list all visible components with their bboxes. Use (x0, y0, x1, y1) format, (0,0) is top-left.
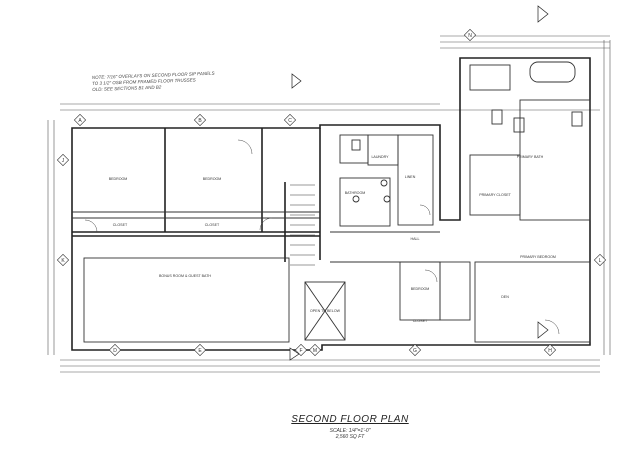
plan-title: SECOND FLOOR PLAN (291, 414, 409, 425)
grid-marker: N (463, 28, 477, 42)
grid-marker: D (108, 343, 122, 357)
grid-marker: J (56, 153, 70, 167)
svg-text:L: L (599, 258, 602, 264)
svg-text:A: A (78, 118, 82, 124)
section-marker-icon (537, 321, 549, 339)
grid-marker: M (308, 343, 322, 357)
svg-text:B: B (198, 118, 202, 124)
grid-marker: E (193, 343, 207, 357)
room-label-bedroom-2: BEDROOM (203, 177, 222, 181)
grid-marker: A (73, 113, 87, 127)
plan-scale: SCALE: 1/4"=1'-0" (329, 428, 371, 434)
svg-text:M: M (313, 348, 317, 354)
grid-marker: F (294, 343, 308, 357)
room-label-bedroom-1: BEDROOM (109, 177, 128, 181)
room-label-bedroom-3: BEDROOM (411, 287, 430, 291)
svg-text:N: N (468, 33, 472, 39)
plan-subtitle: SCALE: 1/4"=1'-0" 2,560 SQ FT (300, 428, 400, 440)
section-marker-icon (291, 73, 302, 89)
grid-marker: K (56, 253, 70, 267)
grid-marker: B (193, 113, 207, 127)
svg-text:G: G (413, 348, 417, 354)
svg-text:K: K (61, 258, 65, 264)
grid-marker: C (283, 113, 297, 127)
room-label-linen: LINEN (405, 175, 416, 179)
grid-marker: G (408, 343, 422, 357)
room-label-closet-1: CLOSET (113, 223, 128, 227)
svg-text:C: C (288, 118, 292, 124)
plan-area: 2,560 SQ FT (335, 434, 365, 440)
svg-text:E: E (198, 348, 202, 354)
room-label-closet-2: CLOSET (205, 223, 220, 227)
section-marker-icon (289, 347, 300, 361)
room-label-closet-3: CLOSET (413, 319, 428, 323)
room-label-primary-closet: PRIMARY CLOSET (479, 193, 511, 197)
svg-text:D: D (113, 348, 117, 354)
room-label-bathroom: BATHROOM (345, 191, 366, 195)
room-label-primary-bedroom: PRIMARY BEDROOM (520, 255, 556, 259)
room-label-open-to-below: OPEN TO BELOW (310, 309, 341, 313)
svg-text:J: J (62, 158, 65, 164)
room-label-den: DEN (501, 295, 509, 299)
room-label-laundry: LAUNDRY (371, 155, 389, 159)
grid-marker: H (543, 343, 557, 357)
section-marker-icon (537, 5, 549, 23)
room-label-primary-bath: PRIMARY BATH (517, 155, 544, 159)
svg-text:H: H (548, 348, 552, 354)
room-label-hall: HALL (411, 237, 420, 241)
grid-marker: L (593, 253, 607, 267)
room-label-bonus-room: BONUS ROOM & GUEST BATH (159, 274, 211, 278)
svg-text:F: F (299, 348, 302, 354)
